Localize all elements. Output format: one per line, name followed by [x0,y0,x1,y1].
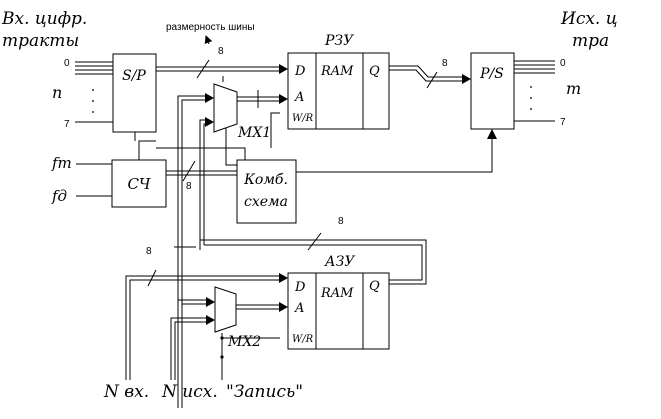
comb-label-line2: схема [244,194,288,210]
comb-to-ps-arrowhead [487,129,497,139]
output-lines [514,60,555,122]
azu-loop-tick [307,232,322,251]
n-in-tick [147,269,157,287]
mx1-block [213,83,238,133]
outputs-title-line2: тра [572,31,609,51]
freq-ft: fт [51,154,72,172]
input-index-n: n [52,83,62,102]
comb-to-ps [296,138,493,173]
bottom-n-out: N исх. [161,382,218,402]
output-ellipsis-dots [530,86,532,110]
bottom-n-in: N вх. [103,382,149,402]
azu-block [287,272,390,350]
mx2-block [214,286,237,333]
mx2-inputs [170,299,207,380]
azu-ram-label: RAM [320,286,354,301]
sp-label: S/P [122,68,146,84]
azu-loop-bus [200,239,427,285]
ps-block [470,52,515,130]
counter-label: СЧ [127,175,150,193]
comb-to-mx1 [225,128,237,166]
output-index-first: 0 [560,58,566,69]
ram-to-ps-arrowhead [462,74,471,84]
ps-label: P/S [479,66,504,82]
azu-port-q: Q [369,279,380,294]
outputs-title-line1: Исх. ц [560,9,618,29]
mx1-inputs [177,95,206,408]
output-index-last: 7 [560,117,566,128]
bus-width-mx1-input: 8 [186,181,192,192]
write-junction [220,336,224,340]
rzu-block [287,52,390,130]
input-ellipsis-dots [92,89,94,113]
mx2-input-b-arrowhead [206,315,215,325]
bottom-write: "Запись" [226,382,303,402]
rzu-wr-line [270,112,280,148]
rzu-title: РЗУ [324,33,354,49]
ram-to-ps-bus [389,65,462,82]
mx1-to-ram-arrowhead [279,94,288,104]
input-index-last: 7 [64,119,70,130]
comb-label-line1: Комб. [243,172,288,188]
n-in-arrowhead [279,273,288,283]
comb-block [236,159,297,224]
sp-to-ram-bus [156,66,280,72]
bus-width-sp-to-ram: 8 [218,46,224,57]
azu-title: АЗУ [324,254,355,270]
sp-block [112,53,157,133]
azu-port-d: D [294,280,306,295]
inputs-title-line2: тракты [2,31,79,51]
bus-width-ram-to-ps: 8 [442,58,448,69]
sp-to-ram-arrowhead [279,64,288,74]
output-index-m: m [566,79,581,98]
azu-port-wr: W/R [292,334,314,345]
rzu-port-wr: W/R [292,113,314,124]
mx1-label: MX1 [237,125,271,141]
n-in-bus [125,275,280,380]
bus-width-n-in: 8 [146,246,152,257]
bus-width-azu-q: 8 [338,216,344,227]
mx2-input-a-arrowhead [206,297,215,307]
freq-fd: fд [51,187,67,205]
counter-to-comb-bus [166,170,237,176]
rzu-port-a: A [294,90,304,105]
mx2-label: MX2 [227,334,261,350]
mx1-input-a-arrowhead [205,93,214,103]
counter-to-comb-tick [182,160,196,182]
input-index-first: 0 [64,58,70,69]
mx2-to-azu-bus [236,304,280,310]
bus-width-note: размерность шины [166,22,255,33]
counter-to-sp [138,140,156,160]
rzu-port-d: D [294,64,306,79]
bus-width-note-arrow [204,35,213,45]
ram-to-ps-tick [426,71,438,89]
mx2-to-azu-arrowhead [279,302,288,312]
input-lines [75,61,113,123]
rzu-port-q: Q [369,64,380,79]
write-junction-low [220,355,224,359]
azu-port-a: A [294,301,304,316]
sp-to-comb-line [156,147,246,160]
inputs-title-line1: Вх. цифр. [1,9,87,29]
freq-lines [76,163,112,197]
sp-to-ram-tick [196,59,210,79]
mx1-input-b-arrowhead [205,117,214,127]
rzu-ram-label: RAM [320,64,354,79]
